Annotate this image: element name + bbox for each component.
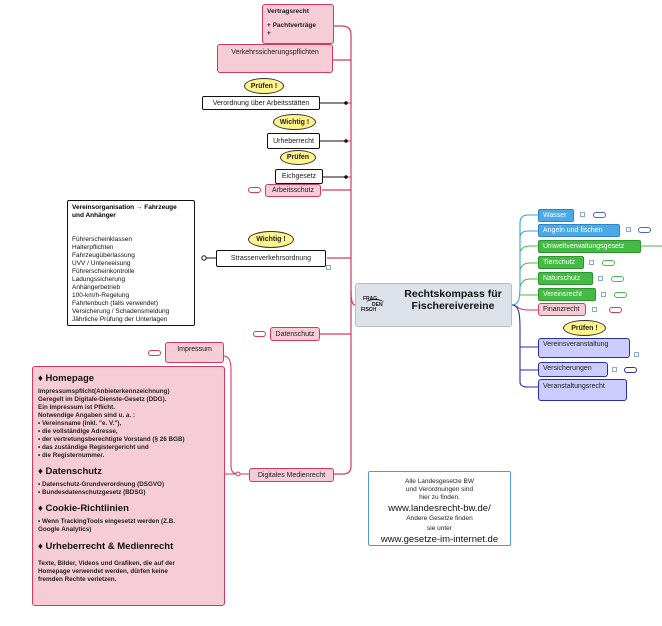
node-eichgesetz[interactable]: Eichgesetz	[275, 169, 323, 184]
note-marker-icon[interactable]	[593, 212, 606, 218]
badge-pruefen-veranstaltung: Prüfen !	[563, 320, 606, 336]
note-marker-icon[interactable]	[624, 367, 637, 373]
note-line: Google Analytics)	[38, 526, 92, 533]
node-vereinsveranstaltung[interactable]: Vereinsveranstaltung	[538, 338, 630, 358]
attachment-icon[interactable]	[634, 352, 639, 357]
note-line: • Bundesdatenschutzgesetz (BDSG)	[38, 489, 146, 496]
badge-wichtig-urheberrecht: Wichtig !	[273, 114, 316, 130]
attachment-icon[interactable]	[589, 260, 594, 265]
link-gesetze-im-internet[interactable]: www.gesetze-im-internet.de	[380, 534, 499, 545]
info-line: Andere Gesetze finden	[406, 515, 473, 522]
info-line: Alle Landesgesetze BW	[404, 478, 474, 485]
node-veranstaltungsrecht[interactable]: Veranstaltungsrecht	[538, 379, 627, 401]
note-homepage: ♦ Homepage Impressumspflicht(Anbieterken…	[32, 366, 225, 606]
note-line: Homepage verwendet werden, dürfen keine	[38, 568, 168, 575]
note-marker-icon[interactable]	[638, 227, 651, 233]
node-datenschutz[interactable]: Datenschutz	[270, 327, 320, 341]
node-umweltverwaltungsgesetz[interactable]: Umweltverwaltungsgesetz	[538, 240, 641, 253]
node-verordnung-arbeitsstaetten[interactable]: Verordnung über Arbeitsstätten	[202, 96, 320, 110]
badge-pruefen-arbeitsstaetten: Prüfen !	[244, 78, 284, 94]
central-topic[interactable]: FRAG DEN FISCH Rechtskompass für Fischer…	[355, 283, 512, 327]
note-line: Impressumspflicht(Anbieterkennzeichnung)	[38, 388, 170, 395]
node-vereinsrecht[interactable]: Vereinsrecht	[538, 288, 596, 301]
badge-wichtig-strassenverkehr: Wichtig !	[248, 231, 294, 248]
note-marker-icon[interactable]	[609, 307, 622, 313]
info-line: sie unter	[427, 525, 452, 532]
attachment-icon[interactable]	[612, 367, 617, 372]
vertragsrecht-item-pacht: + Pachtverträge	[267, 22, 316, 29]
node-angeln-und-fischen[interactable]: Angeln und fischen	[538, 224, 620, 237]
attachment-icon[interactable]	[626, 227, 631, 232]
note-heading-homepage: ♦ Homepage	[38, 373, 95, 384]
note-line: • die vollständige Adresse,	[38, 428, 118, 435]
attachment-icon[interactable]	[326, 265, 331, 270]
note-line: • Wenn TrackingTools eingesetzt werden (…	[38, 518, 176, 525]
vereinsorg-item: Anhängerbetrieb	[72, 284, 121, 291]
fish-logo: FRAG DEN FISCH	[360, 295, 388, 315]
vereinsorg-item: Versicherung / Schadensmeldung	[72, 308, 170, 315]
note-line: • die Registernummer.	[38, 452, 105, 459]
node-versicherungen[interactable]: Versicherungen	[538, 362, 608, 377]
central-topic-title: Rechtskompass für Fischereivereine	[404, 288, 502, 312]
note-heading-urheber: ♦ Urheberrecht & Medienrecht	[38, 541, 174, 552]
vereinsorg-item: Jährliche Prüfung der Unterlagen	[72, 316, 168, 323]
note-line: Geregelt im Digitale-Dienste-Gesetz (DDG…	[38, 396, 167, 403]
node-digitales-medienrecht[interactable]: Digitales Medienrecht	[249, 468, 334, 482]
logo-text-den: DEN	[372, 302, 383, 308]
link-landesrecht[interactable]: www.landesrecht-bw.de/	[388, 503, 491, 514]
info-line: und Verordnungen sind	[405, 486, 474, 493]
attachment-icon[interactable]	[580, 212, 585, 217]
info-line: hier zu finden.	[419, 494, 460, 501]
note-line: • Datenschutz-Grundverordnung (DSGVO)	[38, 481, 165, 488]
vereinsorg-item: Führerscheinklassen	[72, 236, 132, 243]
logo-text-fisch: FISCH	[361, 307, 376, 313]
badge-pruefen-eichgesetz: Prüfen	[280, 150, 316, 165]
note-heading-cookie: ♦ Cookie-Richtlinien	[38, 503, 129, 514]
note-heading-datenschutz: ♦ Datenschutz	[38, 466, 102, 477]
note-vereinsorganisation: Vereinsorganisation → Fahrzeuge und Anhä…	[67, 200, 195, 326]
node-strassenverkehrsordnung[interactable]: Strassenverkehrsordnung	[216, 250, 326, 267]
note-line: fremden Rechte verletzen.	[38, 576, 117, 583]
attachment-icon[interactable]	[601, 292, 606, 297]
fish-icon	[366, 299, 384, 307]
node-arbeitsschutz[interactable]: Arbeitsschutz	[265, 184, 321, 197]
node-verkehrssicherungspflichten[interactable]: Verkehrssicherungspflichten	[217, 44, 333, 73]
vereinsorg-item: UVV / Unterweisung	[72, 260, 131, 267]
vereinsorg-item: 100-km/h-Regelung	[72, 292, 130, 299]
note-line: • der vertretungsberechtigte Vorstand (§…	[38, 436, 185, 443]
node-urheberrecht[interactable]: Urheberrecht	[267, 133, 320, 149]
node-wasser[interactable]: Wasser	[538, 209, 574, 222]
note-line: Texte, Bilder, Videos und Grafiken, die …	[38, 560, 175, 567]
vereinsorg-item: Führerscheinkontrolle	[72, 268, 135, 275]
note-line: • das zuständige Registergericht und	[38, 444, 149, 451]
vereinsorg-item: Fahrtenbuch (falls verwendet)	[72, 300, 158, 307]
note-marker-icon[interactable]	[611, 276, 624, 282]
note-marker-icon[interactable]	[614, 292, 627, 298]
attachment-icon[interactable]	[592, 307, 597, 312]
note-line: Ein Impressum ist Pflicht.	[38, 404, 115, 411]
note-line: Notwendige Angaben sind u. a. :	[38, 412, 136, 419]
vertragsrecht-title: Vertragsrecht	[267, 8, 309, 15]
node-impressum[interactable]: Impressum	[165, 342, 224, 363]
note-marker-icon[interactable]	[253, 331, 266, 337]
node-finanzrecht[interactable]: Finanzrecht	[538, 303, 586, 316]
node-naturschutz[interactable]: Naturschutz	[538, 272, 593, 285]
note-marker-icon[interactable]	[148, 350, 161, 356]
vereinsorg-item: Ladungssicherung	[72, 276, 126, 283]
vereinsorg-heading: Vereinsorganisation → Fahrzeuge und Anhä…	[72, 204, 177, 219]
vertragsrecht-item-empty: +	[267, 30, 271, 37]
note-line: • Vereinsname (inkl. "e. V."),	[38, 420, 122, 427]
vereinsorg-item: Halterpflichten	[72, 244, 114, 251]
attachment-icon[interactable]	[598, 276, 603, 281]
node-tierschutz[interactable]: Tierschutz	[538, 256, 584, 269]
info-box-gesetze: Alle Landesgesetze BW und Verordnungen s…	[368, 471, 511, 546]
note-marker-icon[interactable]	[602, 260, 615, 266]
note-marker-icon[interactable]	[248, 187, 261, 193]
vereinsorg-item: Fahrzeugüberlassung	[72, 252, 135, 259]
node-vertragsrecht[interactable]: Vertragsrecht + Pachtverträge +	[262, 4, 334, 44]
